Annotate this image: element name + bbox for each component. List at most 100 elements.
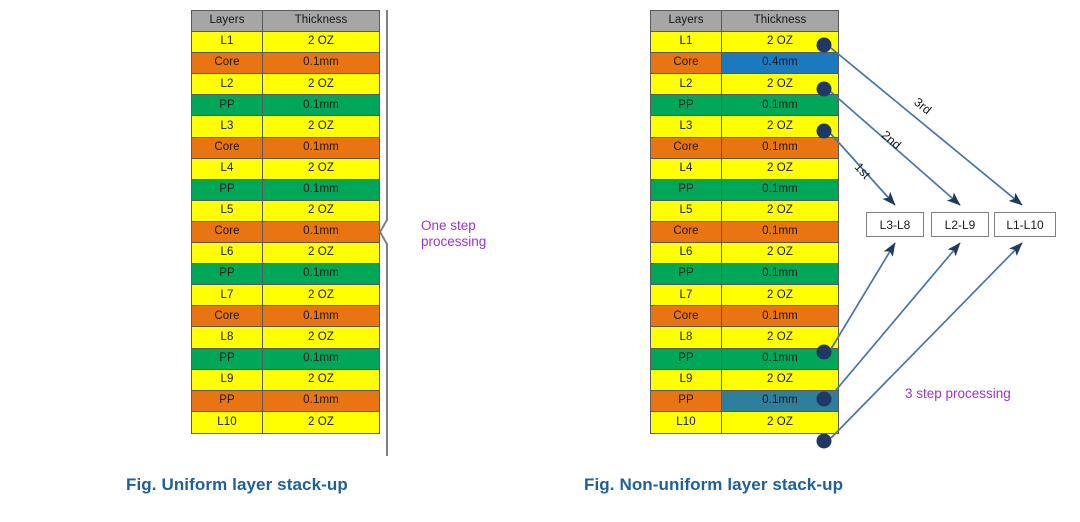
layer-name-cell: L10 (192, 411, 263, 433)
right-figure-caption: Fig. Non-uniform layer stack-up (584, 475, 844, 494)
layer-name-cell: Core (192, 137, 263, 159)
step-box-l3-l8[interactable]: L3-L8 (866, 212, 924, 237)
layer-thickness-cell: 2 OZ (722, 158, 838, 180)
layer-name-cell: L5 (651, 200, 722, 222)
layer-name-cell: L7 (651, 285, 722, 307)
layer-thickness-cell: 2 OZ (722, 32, 838, 54)
layer-name-cell: Core (651, 137, 722, 159)
arrow-source-dot-l10 (816, 433, 832, 449)
left-figure-caption: Fig. Uniform layer stack-up (126, 475, 348, 494)
layer-name-cell: PP (651, 95, 722, 117)
layer-thickness-cell: 2 OZ (722, 74, 838, 96)
column-header-layers: Layers (192, 11, 263, 33)
layer-thickness-cell: 0.1mm (263, 53, 379, 75)
layer-thickness-cell: 2 OZ (263, 200, 379, 222)
arrow-2nd-bottom (830, 242, 961, 397)
column-header-thickness: Thickness (722, 11, 838, 33)
layer-name-cell: L9 (651, 369, 722, 391)
layer-thickness-cell: 0.1mm (263, 221, 379, 244)
layer-name-cell: PP (651, 264, 722, 286)
layer-thickness-cell: 0.4mm (722, 53, 838, 75)
layer-thickness-cell: 2 OZ (263, 116, 379, 138)
three-step-processing-note: 3 step processing (905, 386, 1011, 401)
layer-thickness-cell: 2 OZ (263, 285, 379, 307)
layer-name-cell: Core (651, 221, 722, 244)
layer-name-cell: L2 (192, 74, 263, 96)
layer-thickness-cell: 2 OZ (263, 243, 379, 265)
step-box-l2-l9[interactable]: L2-L9 (931, 212, 989, 237)
layer-name-cell: L4 (651, 158, 722, 180)
layer-name-cell: PP (651, 179, 722, 201)
layer-name-cell: L8 (192, 327, 263, 349)
layer-thickness-cell: 0.1mm (263, 137, 379, 159)
layer-name-cell: L10 (651, 411, 722, 433)
layer-thickness-cell: 0.1mm (722, 348, 838, 370)
layer-thickness-cell: 2 OZ (722, 116, 838, 138)
layer-thickness-cell: 2 OZ (722, 243, 838, 265)
one-step-processing-note: One step processing (421, 218, 487, 249)
layer-thickness-cell: 0.1mm (722, 221, 838, 244)
layer-thickness-cell: 2 OZ (263, 369, 379, 391)
layer-thickness-cell: 2 OZ (263, 158, 379, 180)
arrow-1st-bottom (830, 242, 896, 350)
layer-name-cell: L6 (651, 243, 722, 265)
layer-thickness-cell: 2 OZ (722, 411, 838, 433)
layer-thickness-cell: 0.1mm (722, 306, 838, 328)
layer-thickness-cell: 0.1mm (722, 137, 838, 159)
layer-thickness-cell: 2 OZ (263, 32, 379, 54)
layer-name-cell: PP (192, 390, 263, 412)
one-step-brace (378, 10, 388, 456)
layer-thickness-cell: 0.1mm (263, 95, 379, 117)
layer-thickness-cell: 0.1mm (263, 348, 379, 370)
layer-name-cell: PP (192, 264, 263, 286)
arrow-label-2nd: 2nd (878, 128, 904, 153)
layer-thickness-cell: 0.1mm (722, 179, 838, 201)
layer-name-cell: L4 (192, 158, 263, 180)
step-box-l1-l10[interactable]: L1-L10 (994, 212, 1056, 237)
layer-name-cell: L5 (192, 200, 263, 222)
layer-name-cell: Core (192, 221, 263, 244)
arrow-label-1st: 1st (851, 160, 874, 182)
layer-name-cell: L6 (192, 243, 263, 265)
arrow-label-3rd: 3rd (911, 95, 935, 118)
column-header-thickness: Thickness (263, 11, 379, 33)
layer-name-cell: PP (192, 95, 263, 117)
arrow-3rd-bottom (830, 242, 1023, 439)
layer-thickness-cell: 0.1mm (722, 264, 838, 286)
layer-thickness-cell: 0.1mm (263, 306, 379, 328)
